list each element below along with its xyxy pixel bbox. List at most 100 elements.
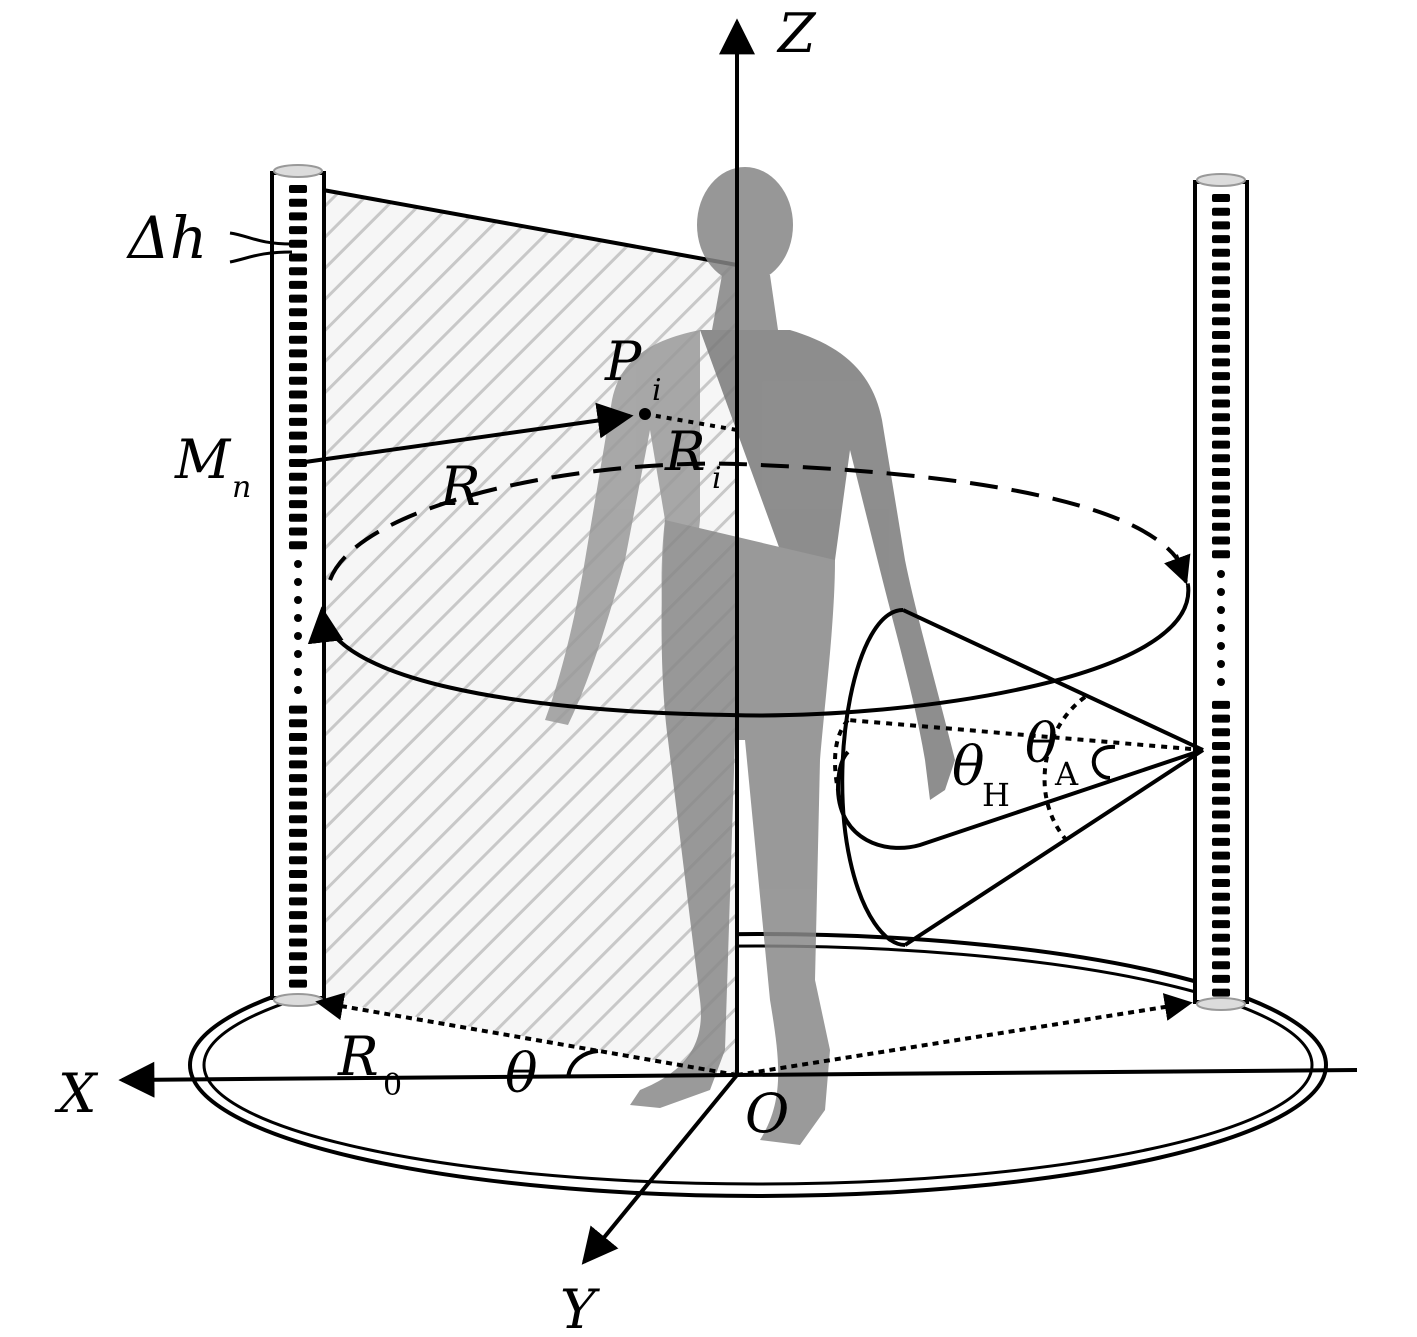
- antenna-element: [289, 883, 307, 892]
- antenna-element: [1212, 536, 1230, 545]
- antenna-element: [289, 541, 307, 550]
- antenna-element: [1212, 933, 1230, 942]
- y-axis-label: Y: [560, 1278, 600, 1337]
- antenna-element: [1212, 495, 1230, 504]
- antenna-element: [1212, 714, 1230, 723]
- antenna-element: [289, 404, 307, 413]
- antenna-element: [1212, 810, 1230, 819]
- antenna-element: [1212, 331, 1230, 339]
- p-label: P: [604, 330, 643, 393]
- array-gap-dot: [1217, 606, 1225, 614]
- r0-subscript: 0: [383, 1068, 402, 1103]
- antenna-element: [289, 253, 307, 262]
- antenna-element: [289, 979, 307, 988]
- antenna-element: [1212, 550, 1230, 559]
- antenna-element: [1212, 399, 1230, 408]
- antenna-element: [289, 280, 307, 289]
- antenna-element: [289, 774, 307, 783]
- antenna-element: [1212, 289, 1230, 298]
- theta-h-subscript: H: [982, 776, 1010, 814]
- antenna-element: [1212, 344, 1230, 353]
- right-antenna-array: [1193, 173, 1249, 1011]
- theta-h-label: θ: [952, 735, 985, 798]
- r-label: R: [439, 455, 481, 518]
- antenna-element: [289, 486, 307, 495]
- antenna-element: [289, 376, 307, 385]
- rotation-path-back: [328, 461, 1190, 586]
- antenna-element: [289, 856, 307, 865]
- antenna-element: [289, 472, 307, 481]
- antenna-element: [1212, 906, 1230, 915]
- antenna-element: [289, 185, 307, 193]
- plane-top-edge: [322, 188, 738, 267]
- antenna-element: [1212, 988, 1230, 997]
- antenna-element: [1212, 851, 1230, 860]
- antenna-element: [289, 417, 307, 426]
- array-gap-dot: [1217, 588, 1225, 596]
- r0-line: [315, 992, 738, 1077]
- antenna-element: [1212, 783, 1230, 792]
- theta-label: θ: [505, 1042, 538, 1105]
- antenna-element: [1212, 303, 1230, 312]
- antenna-element: [1212, 317, 1230, 326]
- array-gap-dot: [1217, 678, 1225, 686]
- antenna-element: [289, 322, 307, 330]
- array-gap-dot: [1217, 624, 1225, 632]
- antenna-element: [1212, 468, 1230, 476]
- antenna-element: [289, 719, 307, 728]
- array-gap-dot: [294, 578, 302, 586]
- antenna-element: [289, 746, 307, 755]
- rotation-path-front: [307, 584, 1191, 718]
- antenna-element: [289, 198, 307, 207]
- antenna-element: [1212, 235, 1230, 244]
- antenna-element: [1212, 974, 1230, 983]
- antenna-element: [289, 527, 307, 536]
- antenna-element: [289, 294, 307, 303]
- antenna-element: [289, 897, 307, 906]
- r0-label: R: [337, 1025, 379, 1088]
- antenna-element: [1212, 440, 1230, 449]
- antenna-element: [1212, 837, 1230, 846]
- antenna-element: [1212, 920, 1230, 929]
- antenna-element: [289, 705, 307, 714]
- antenna-element: [289, 445, 307, 454]
- antenna-element: [1212, 742, 1230, 750]
- antenna-element: [289, 787, 307, 796]
- antenna-element: [1212, 358, 1230, 367]
- ri-subscript: i: [712, 461, 722, 496]
- antenna-element: [1212, 276, 1230, 285]
- ri-label: R: [664, 420, 706, 483]
- delta-h-label: Δh: [126, 204, 207, 272]
- antenna-element: [1212, 824, 1230, 833]
- antenna-element: [289, 801, 307, 810]
- right-array-elements: [1212, 194, 1230, 997]
- antenna-element: [1212, 385, 1230, 394]
- antenna-element: [289, 363, 307, 372]
- antenna-element: [289, 349, 307, 358]
- antenna-element: [289, 390, 307, 399]
- antenna-element: [289, 335, 307, 344]
- antenna-element: [289, 870, 307, 878]
- antenna-element: [289, 924, 307, 933]
- antenna-element: [1212, 481, 1230, 490]
- antenna-element: [289, 308, 307, 317]
- antenna-element: [1212, 728, 1230, 737]
- array-gap-dot: [294, 614, 302, 622]
- array-gap-dot: [294, 668, 302, 676]
- antenna-element: [289, 828, 307, 837]
- antenna-element: [1212, 207, 1230, 216]
- antenna-element: [1212, 194, 1230, 202]
- theta-a-label: θ: [1025, 712, 1058, 775]
- theta-a-subscript: A: [1054, 755, 1079, 793]
- antenna-element: [289, 431, 307, 440]
- base-ring: [188, 932, 1328, 1198]
- p-subscript: i: [652, 373, 662, 408]
- antenna-element: [289, 952, 307, 961]
- antenna-element: [1212, 426, 1230, 435]
- array-gap-dot: [1217, 660, 1225, 668]
- antenna-element: [1212, 700, 1230, 709]
- left-antenna-array: [270, 164, 326, 1007]
- antenna-element: [289, 500, 307, 509]
- antenna-element: [289, 267, 307, 276]
- antenna-element: [289, 965, 307, 974]
